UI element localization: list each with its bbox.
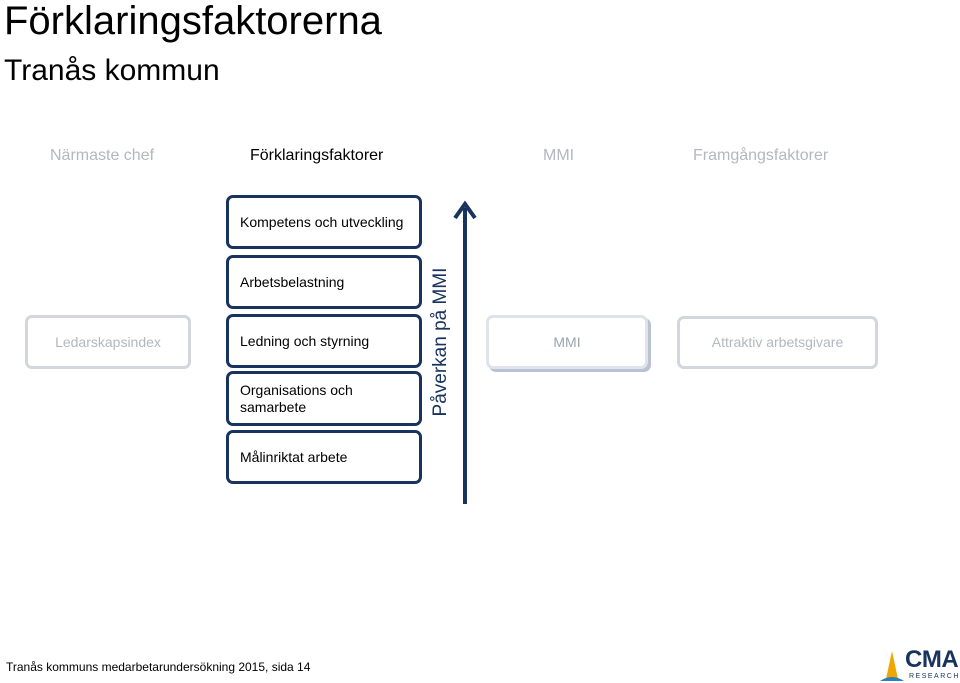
factor-box-ledning: Ledning och styrning <box>226 314 422 368</box>
column-header-forklaringsfaktorer: Förklaringsfaktorer <box>250 147 384 164</box>
factor-label: Ledning och styrning <box>240 332 370 349</box>
logo-subtitle: RESEARCH <box>909 673 960 680</box>
factor-box-arbetsbelastning: Arbetsbelastning <box>226 255 422 309</box>
factor-box-kompetens: Kompetens och utveckling <box>226 195 422 249</box>
factor-box-organisation: Organisations och samarbete <box>226 371 422 426</box>
mmi-box: MMI <box>486 315 648 369</box>
attraktiv-arbetsgivare-label: Attraktiv arbetsgivare <box>711 334 844 350</box>
ledarskapsindex-box: Ledarskapsindex <box>25 315 191 369</box>
upward-arrow-icon <box>453 200 477 504</box>
factor-label: Kompetens och utveckling <box>240 213 404 230</box>
column-header-mmi: MMI <box>543 147 575 164</box>
column-header-framgangsfaktorer: Framgångsfaktorer <box>693 147 829 164</box>
page-subtitle: Tranås kommun <box>4 54 220 87</box>
factor-label: Målinriktat arbete <box>240 448 348 465</box>
factor-box-malinriktat: Målinriktat arbete <box>226 430 422 484</box>
cma-logo-icon <box>880 651 904 681</box>
attraktiv-arbetsgivare-box: Attraktiv arbetsgivare <box>677 316 878 369</box>
page-title: Förklaringsfaktorerna <box>4 0 382 43</box>
column-header-narmaste-chef: Närmaste chef <box>50 147 155 164</box>
factor-label: Organisations och samarbete <box>240 381 353 415</box>
arrow-label: Påverkan på MMI <box>430 267 451 417</box>
ledarskapsindex-label: Ledarskapsindex <box>55 333 161 350</box>
footer-text: Tranås kommuns medarbetarundersökning 20… <box>6 660 311 674</box>
factor-label: Arbetsbelastning <box>240 273 345 290</box>
mmi-label: MMI <box>553 333 581 350</box>
logo-name: CMA <box>905 646 959 673</box>
